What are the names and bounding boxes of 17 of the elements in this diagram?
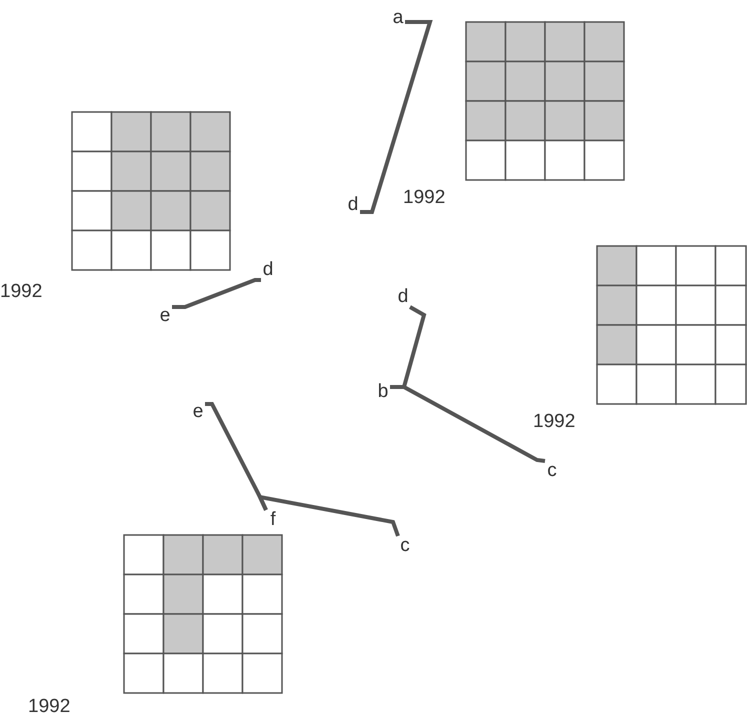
point-label: b xyxy=(376,382,390,402)
year-label: 1992 xyxy=(533,412,576,432)
point-label: c xyxy=(398,536,412,556)
year-label: 1992 xyxy=(0,282,42,302)
point-label: e xyxy=(158,306,172,326)
line-segment xyxy=(172,278,261,309)
line-segment xyxy=(360,20,433,214)
point-label: c xyxy=(545,461,559,481)
point-label: e xyxy=(191,402,205,422)
point-label: d xyxy=(396,287,410,307)
point-label: f xyxy=(266,510,280,530)
point-label: d xyxy=(261,260,275,280)
year-label: 1992 xyxy=(28,697,70,717)
point-label: d xyxy=(346,195,360,215)
line-segment xyxy=(256,494,400,537)
year-label: 1992 xyxy=(403,188,446,208)
point-label: a xyxy=(391,8,405,28)
